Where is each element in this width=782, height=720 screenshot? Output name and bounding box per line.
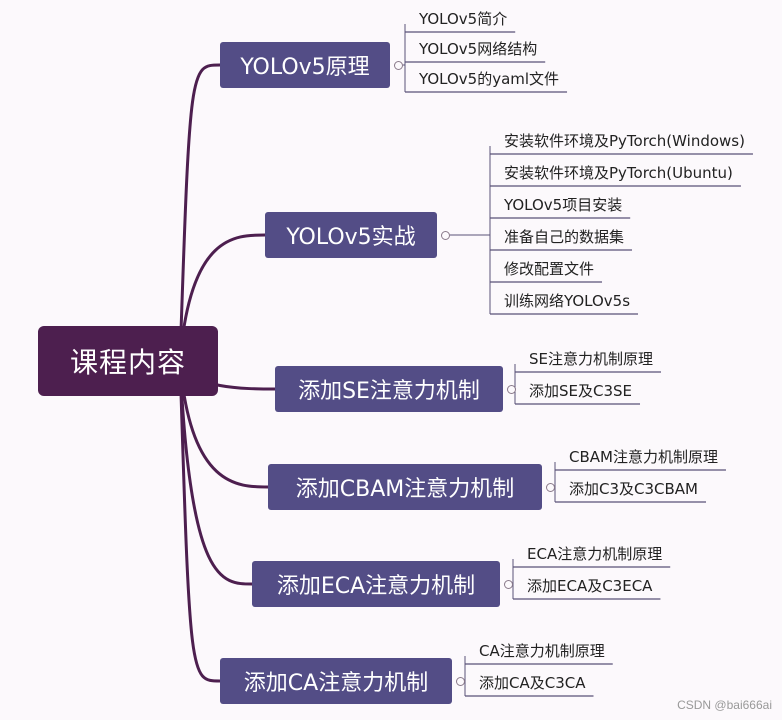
root-connector [178,63,222,363]
root-connector [178,359,222,683]
leaf-topic[interactable]: CA注意力机制原理 [479,642,605,660]
collapse-toggle-icon[interactable] [441,231,450,240]
leaf-topic[interactable]: YOLOv5项目安装 [504,196,623,214]
collapse-toggle-icon[interactable] [507,385,516,394]
root-connector [178,359,270,489]
collapse-toggle-icon[interactable] [394,61,403,70]
watermark: CSDN @bai666ai [677,698,772,712]
leaf-topic[interactable]: CBAM注意力机制原理 [569,448,718,466]
branch-node[interactable]: 添加SE注意力机制 [275,366,503,412]
leaf-topic[interactable]: 添加ECA及C3ECA [527,577,653,595]
collapse-toggle-icon[interactable] [504,580,513,589]
leaf-topic[interactable]: YOLOv5简介 [419,10,508,28]
leaf-topic[interactable]: ECA注意力机制原理 [527,545,663,563]
leaf-topic[interactable]: 安装软件环境及PyTorch(Ubuntu) [504,164,733,182]
leaf-topic[interactable]: 修改配置文件 [504,260,595,278]
branch-node[interactable]: YOLOv5原理 [220,42,390,88]
root-connector [178,233,267,363]
leaf-topic[interactable]: SE注意力机制原理 [529,350,653,368]
branch-node[interactable]: 添加CA注意力机制 [220,658,452,704]
leaf-topic[interactable]: YOLOv5网络结构 [419,40,538,58]
collapse-toggle-icon[interactable] [546,483,555,492]
collapse-toggle-icon[interactable] [456,677,465,686]
leaf-topic[interactable]: 添加CA及C3CA [479,674,586,692]
leaf-topic[interactable]: 准备自己的数据集 [504,228,625,246]
leaf-topic[interactable]: 添加C3及C3CBAM [569,480,699,498]
branch-node[interactable]: 添加CBAM注意力机制 [268,464,542,510]
root-node[interactable]: 课程内容 [38,326,218,396]
branch-node[interactable]: YOLOv5实战 [265,212,437,258]
leaf-topic[interactable]: 添加SE及C3SE [529,382,633,400]
root-connector [178,359,254,586]
branch-node[interactable]: 添加ECA注意力机制 [252,561,500,607]
leaf-topic[interactable]: YOLOv5的yaml文件 [419,70,560,88]
leaf-topic[interactable]: 训练网络YOLOv5s [504,292,631,310]
leaf-topic[interactable]: 安装软件环境及PyTorch(Windows) [504,132,745,150]
